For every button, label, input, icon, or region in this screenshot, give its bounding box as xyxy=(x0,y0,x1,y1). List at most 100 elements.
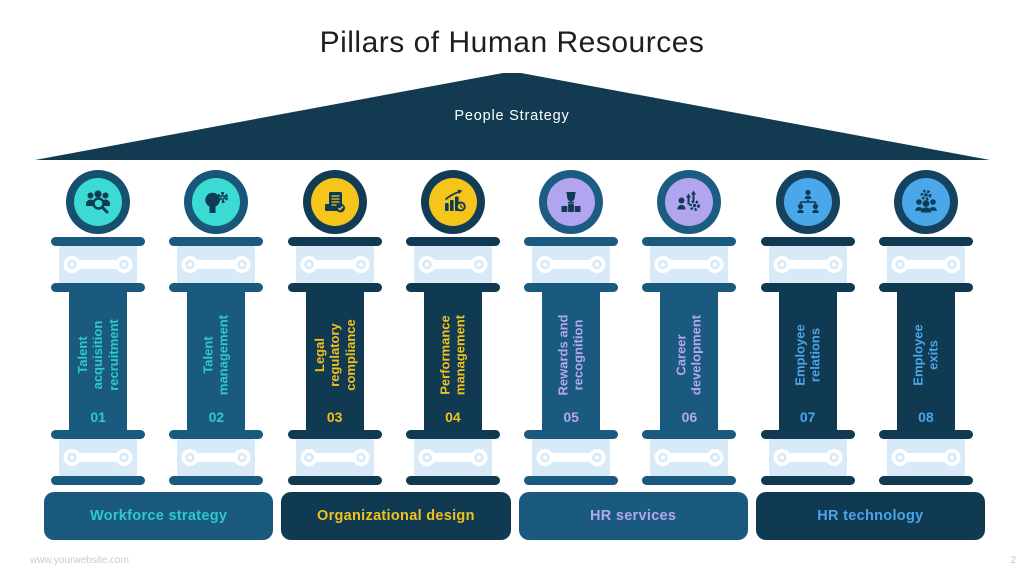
capital-bar xyxy=(642,237,737,246)
pillar-employee-relations: Employee relations 07 xyxy=(749,170,867,485)
category-hr-technology: HR technology xyxy=(755,492,985,540)
pillar-shaft: Employee relations 07 xyxy=(778,292,837,430)
pillar-icon-badge xyxy=(66,170,131,234)
pillar-label: Career development xyxy=(674,315,705,396)
pillars-row: Talent acquisition recruitment 01 xyxy=(39,170,985,485)
capital-bar xyxy=(405,237,500,246)
career-growth-icon xyxy=(677,190,701,211)
pillar-label: Employee exits xyxy=(910,324,941,387)
pillar-shaft: Rewards and recognition 05 xyxy=(542,292,601,430)
capital-bar xyxy=(524,237,619,246)
pillar-shaft: Legal regulatory compliance 03 xyxy=(305,292,364,430)
base-volute xyxy=(886,439,965,476)
pillar-shaft: Employee exits 08 xyxy=(896,292,955,430)
base-volute xyxy=(532,439,611,476)
capital-bar xyxy=(169,283,264,292)
pillar-icon-circle xyxy=(310,178,359,226)
trophy-podium-icon xyxy=(561,192,581,212)
base-volute xyxy=(768,439,847,476)
pillar-legal-compliance: Legal regulatory compliance 03 xyxy=(276,170,394,485)
base-volute xyxy=(59,439,138,476)
head-gear-icon xyxy=(205,192,229,213)
base-volute xyxy=(295,439,374,476)
capital-bar xyxy=(524,283,619,292)
pillar-number: 02 xyxy=(208,409,225,425)
capital-volute xyxy=(413,246,492,283)
pillar-icon-circle xyxy=(74,178,123,226)
base-bar xyxy=(878,430,973,439)
pillar-shaft: Talent acquisition recruitment 01 xyxy=(69,292,128,430)
pillar-number: 08 xyxy=(918,409,934,425)
base-bar xyxy=(760,430,855,439)
capital-volute xyxy=(532,246,611,283)
base-bar xyxy=(405,476,500,485)
team-gear-icon xyxy=(915,189,937,213)
base-bar xyxy=(287,476,382,485)
pillar-number: 07 xyxy=(799,409,816,425)
pillar-icon-circle xyxy=(547,178,596,226)
pillar-number: 04 xyxy=(445,409,461,425)
category-organizational-design: Organizational design xyxy=(281,492,511,540)
pillar-rewards-recognition: Rewards and recognition 05 xyxy=(512,170,630,485)
base-bar xyxy=(169,430,264,439)
pillar-label: Legal regulatory compliance xyxy=(311,319,358,392)
pillar-number: 01 xyxy=(90,409,106,425)
pillar-icon-circle xyxy=(783,178,832,226)
capital-volute xyxy=(177,246,256,283)
capital-bar xyxy=(405,283,500,292)
pillar-number: 06 xyxy=(681,409,698,425)
performance-chart-icon xyxy=(444,189,466,212)
category-workforce-strategy: Workforce strategy xyxy=(44,492,274,540)
pillar-icon-badge xyxy=(775,170,840,234)
base-bar xyxy=(642,430,737,439)
capital-bar xyxy=(878,283,973,292)
pillar-label: Talent acquisition recruitment xyxy=(75,319,121,392)
base-bar xyxy=(405,430,500,439)
pillar-number: 03 xyxy=(326,409,343,425)
pillar-shaft: Career development 06 xyxy=(660,292,719,430)
base-bar xyxy=(524,430,619,439)
pillar-icon-badge xyxy=(539,170,604,234)
capital-volute xyxy=(768,246,847,283)
pillar-icon-badge xyxy=(657,170,722,234)
capital-bar xyxy=(287,283,382,292)
capital-volute xyxy=(59,246,138,283)
pillar-shaft: Performance management 04 xyxy=(423,292,482,430)
pillar-icon-circle xyxy=(428,178,477,226)
pillar-performance-management: Performance management 04 xyxy=(394,170,512,485)
base-bar xyxy=(642,476,737,485)
base-bar xyxy=(760,476,855,485)
roof-pediment xyxy=(35,73,990,160)
capital-bar xyxy=(287,237,382,246)
base-volute xyxy=(650,439,729,476)
roof-shape xyxy=(35,73,990,160)
slide-number: 2 xyxy=(1010,555,1016,566)
pillar-icon-badge xyxy=(893,170,958,234)
pillar-label: Employee relations xyxy=(792,324,823,387)
pillar-icon-badge xyxy=(420,170,485,234)
pillar-talent-management: Talent management 02 xyxy=(157,170,275,485)
capital-bar xyxy=(51,237,146,246)
compliance-document-icon xyxy=(324,192,345,213)
base-bar xyxy=(878,476,973,485)
capital-volute xyxy=(886,246,965,283)
capital-bar xyxy=(760,283,855,292)
capital-volute xyxy=(650,246,729,283)
pillar-employee-exits: Employee exits 08 xyxy=(867,170,985,485)
base-volute xyxy=(413,439,492,476)
capital-volute xyxy=(295,246,374,283)
capital-bar xyxy=(51,283,146,292)
pillar-icon-circle xyxy=(901,178,950,226)
pillar-icon-badge xyxy=(302,170,367,234)
base-bar xyxy=(51,430,146,439)
roof-label: People Strategy xyxy=(454,108,570,124)
capital-bar xyxy=(878,237,973,246)
base-bar xyxy=(169,476,264,485)
category-hr-services: HR services xyxy=(518,492,748,540)
base-bar xyxy=(524,476,619,485)
base-volute xyxy=(177,439,256,476)
org-chart-icon xyxy=(796,189,819,213)
pillar-icon-circle xyxy=(665,178,714,226)
people-search-icon xyxy=(86,190,111,214)
